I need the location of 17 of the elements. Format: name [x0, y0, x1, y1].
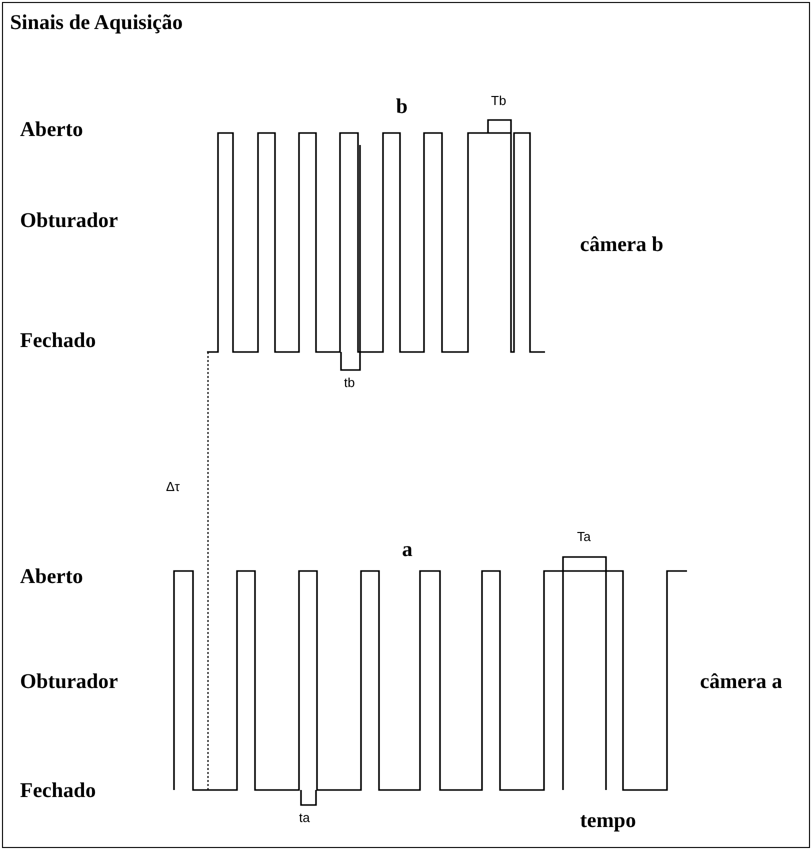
- duration-label: tb: [344, 376, 355, 389]
- state-label: Fechado: [20, 330, 96, 351]
- delay-label: Δτ: [166, 480, 180, 493]
- state-label: Fechado: [20, 780, 96, 801]
- state-label: Aberto: [20, 566, 83, 587]
- diagram-title: Sinais de Aquisição: [10, 12, 183, 33]
- axis-title: Obturador: [20, 210, 118, 231]
- signal-name: a: [402, 539, 412, 560]
- axis-label: tempo: [580, 810, 636, 831]
- camera-label: câmera a: [700, 671, 782, 692]
- duration-label: ta: [299, 811, 310, 824]
- period-label: Ta: [577, 530, 591, 543]
- state-label: Aberto: [20, 119, 83, 140]
- signal-name: b: [396, 96, 408, 117]
- camera-label: câmera b: [580, 234, 664, 255]
- period-label: Tb: [491, 94, 506, 107]
- axis-title: Obturador: [20, 671, 118, 692]
